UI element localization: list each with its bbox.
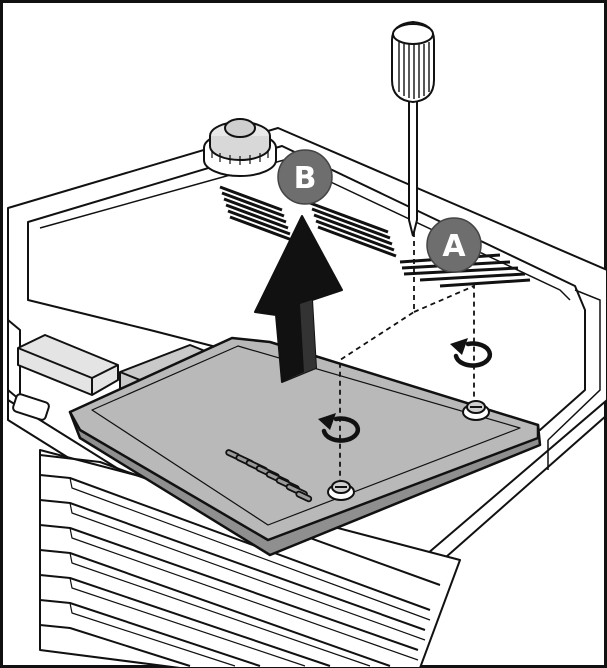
focus-dial [203,118,277,177]
step-b-label: B [294,161,317,196]
loosen-rotation-icon-rear [450,338,493,368]
screwdriver-icon [391,20,435,237]
lift-up-arrow-icon [254,215,343,383]
loosen-rotation-icon-front [318,413,361,443]
body-right-edge [547,289,601,470]
step-a-badge: A [426,217,482,273]
front-vent-grille [39,449,461,668]
side-latch [12,393,50,421]
cover-grip-slots [225,449,313,503]
step-b-badge: B [277,149,333,205]
step-a-label: A [442,229,466,264]
top-vent-slots [219,185,531,288]
cover-screw-rear [462,400,490,421]
lamp-cover [68,336,542,557]
cover-screw-front [327,480,355,501]
